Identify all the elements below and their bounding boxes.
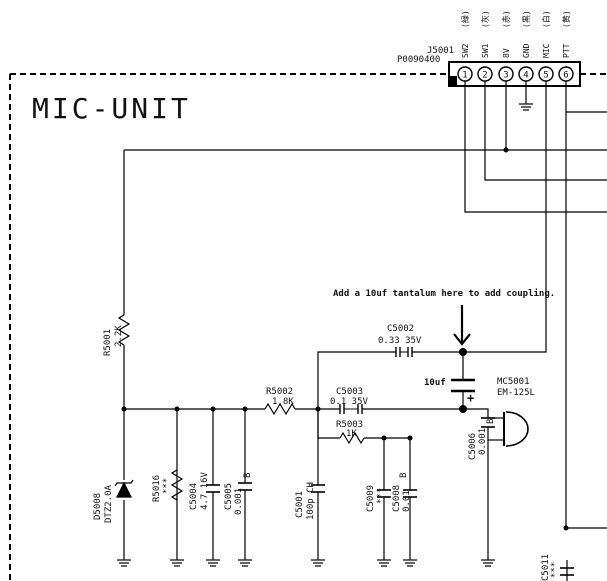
tantalum-value: 10uf — [424, 378, 446, 388]
connector-ref: J5001 — [427, 46, 454, 56]
capacitor-c5005 — [238, 482, 252, 491]
resistor-r5003: R5003 1K — [336, 420, 365, 445]
pin-name: 8V — [502, 48, 511, 58]
tantalum-polarity: + — [467, 391, 474, 405]
c5006-suffix: B — [486, 419, 496, 424]
c5006-value: 0.001 — [478, 428, 488, 455]
connector-part: P0090400 — [397, 55, 440, 65]
pin-6: 6 PTT (黄) — [558, 10, 574, 82]
capacitor-c5003 — [339, 404, 363, 414]
c5003-value: 0.1 35V — [330, 397, 369, 407]
pin-5: 5 MIC (白) — [538, 10, 554, 82]
pin-number: 4 — [523, 71, 528, 81]
d5008-ref: D5008 — [93, 493, 103, 520]
r5001-ref: R5001 — [103, 329, 113, 356]
pin-name: SW2 — [461, 43, 470, 58]
pin-wire-color: (黄) — [561, 10, 571, 28]
pin-2: 2 SW1 (灰) — [477, 10, 493, 82]
ground-icon — [481, 559, 495, 567]
pin-number: 3 — [503, 71, 508, 81]
c5006-ref: C5006 — [468, 433, 478, 460]
c5004-value: 4.7 16V — [200, 471, 210, 510]
r5002-value: 1.8K — [272, 397, 294, 407]
ground-icon — [206, 559, 220, 567]
pin-4: 4 GND (黒) — [518, 10, 534, 82]
pin-name: GND — [522, 43, 531, 58]
c5009-ref: C5009 — [366, 485, 376, 512]
resistor-r5001: R5001 2.2K — [103, 314, 131, 356]
r5016-ref: R5016 — [152, 475, 162, 502]
c5011-value: *** — [550, 562, 560, 578]
r5001-value: 2.2K — [114, 325, 124, 347]
r5003-ref: R5003 — [336, 420, 363, 430]
c5008-ref: C5008 — [392, 485, 402, 512]
ground-icon — [403, 559, 417, 567]
pin-name: PTT — [562, 43, 571, 58]
pin-1: 1 SW2 (緑) — [457, 10, 473, 82]
board-outline — [9, 73, 607, 581]
pin-number: 5 — [543, 71, 548, 81]
mc5001-ref: MC5001 — [497, 377, 530, 387]
ground-icon — [170, 559, 184, 567]
c5011-ref: C5011 — [541, 554, 551, 581]
pin-number: 2 — [482, 71, 487, 81]
mc5001-value: EM-125L — [497, 388, 535, 398]
capacitor-c5008 — [403, 489, 417, 498]
c5005-suffix: B — [243, 473, 253, 478]
r5002-ref: R5002 — [266, 387, 293, 397]
c5001-ref: C5001 — [295, 491, 305, 518]
diode-d5008 — [114, 479, 134, 498]
capacitor-c5011 — [560, 567, 574, 576]
c5003-ref: C5003 — [336, 387, 363, 397]
pin-3: 3 8V (赤) — [498, 10, 514, 82]
pin-wire-color: (灰) — [480, 10, 490, 28]
ground-icon — [519, 103, 533, 111]
pin-number: 6 — [563, 71, 568, 81]
junctions — [121, 147, 569, 531]
connector-key — [449, 76, 457, 86]
r5003-value: 1K — [346, 429, 357, 439]
pin-wire-color: (赤) — [502, 10, 511, 28]
d5008-value: DTZ2.0A — [104, 484, 114, 523]
ground-icon — [238, 559, 252, 567]
ground-symbols — [117, 103, 533, 567]
pin-wire-color: (黒) — [522, 10, 531, 28]
c5005-ref: C5005 — [224, 483, 234, 510]
c5008-suffix: B — [399, 473, 409, 478]
c5002-value: 0.33 35V — [378, 336, 422, 346]
board-title: MIC-UNIT — [32, 92, 191, 125]
pin-number: 1 — [462, 71, 467, 81]
c5008-value: 0.01 — [402, 490, 412, 512]
capacitor-c5006 — [481, 417, 495, 428]
pin-wire-color: (緑) — [460, 10, 470, 28]
capacitor-c5009 — [377, 489, 391, 498]
capacitor-c5004 — [206, 484, 220, 493]
c5001-value: 100p CH — [306, 482, 316, 520]
annotation-text: Add a 10uf tantalum here to add coupling… — [333, 288, 555, 299]
pin-name: SW1 — [481, 43, 490, 58]
capacitor-tantalum: 10uf + — [424, 378, 475, 405]
pin-wire-color: (白) — [541, 10, 551, 28]
annotation-arrow-icon — [453, 305, 471, 346]
c5002-ref: C5002 — [387, 324, 414, 334]
c5009-value: *** — [376, 488, 386, 504]
connector-j5001: J5001 P0090400 1 SW2 (緑) 2 SW1 (灰) 3 8V … — [397, 10, 581, 87]
ground-icon — [377, 559, 391, 567]
connector-body — [448, 61, 581, 87]
capacitor-c5001 — [311, 484, 325, 493]
capacitor-c5002 — [395, 347, 413, 357]
pin-name: MIC — [542, 43, 551, 58]
ground-icon — [117, 559, 131, 567]
r5016-value: *** — [162, 478, 172, 494]
c5005-value: 0.001 — [234, 488, 244, 515]
resistor-r5002: R5002 1.8K — [264, 387, 296, 416]
resistor-r5016 — [170, 469, 184, 501]
ground-icon — [311, 559, 325, 567]
c5004-ref: C5004 — [189, 483, 199, 510]
microphone-mc5001: MC5001 EM-125L — [497, 377, 535, 447]
